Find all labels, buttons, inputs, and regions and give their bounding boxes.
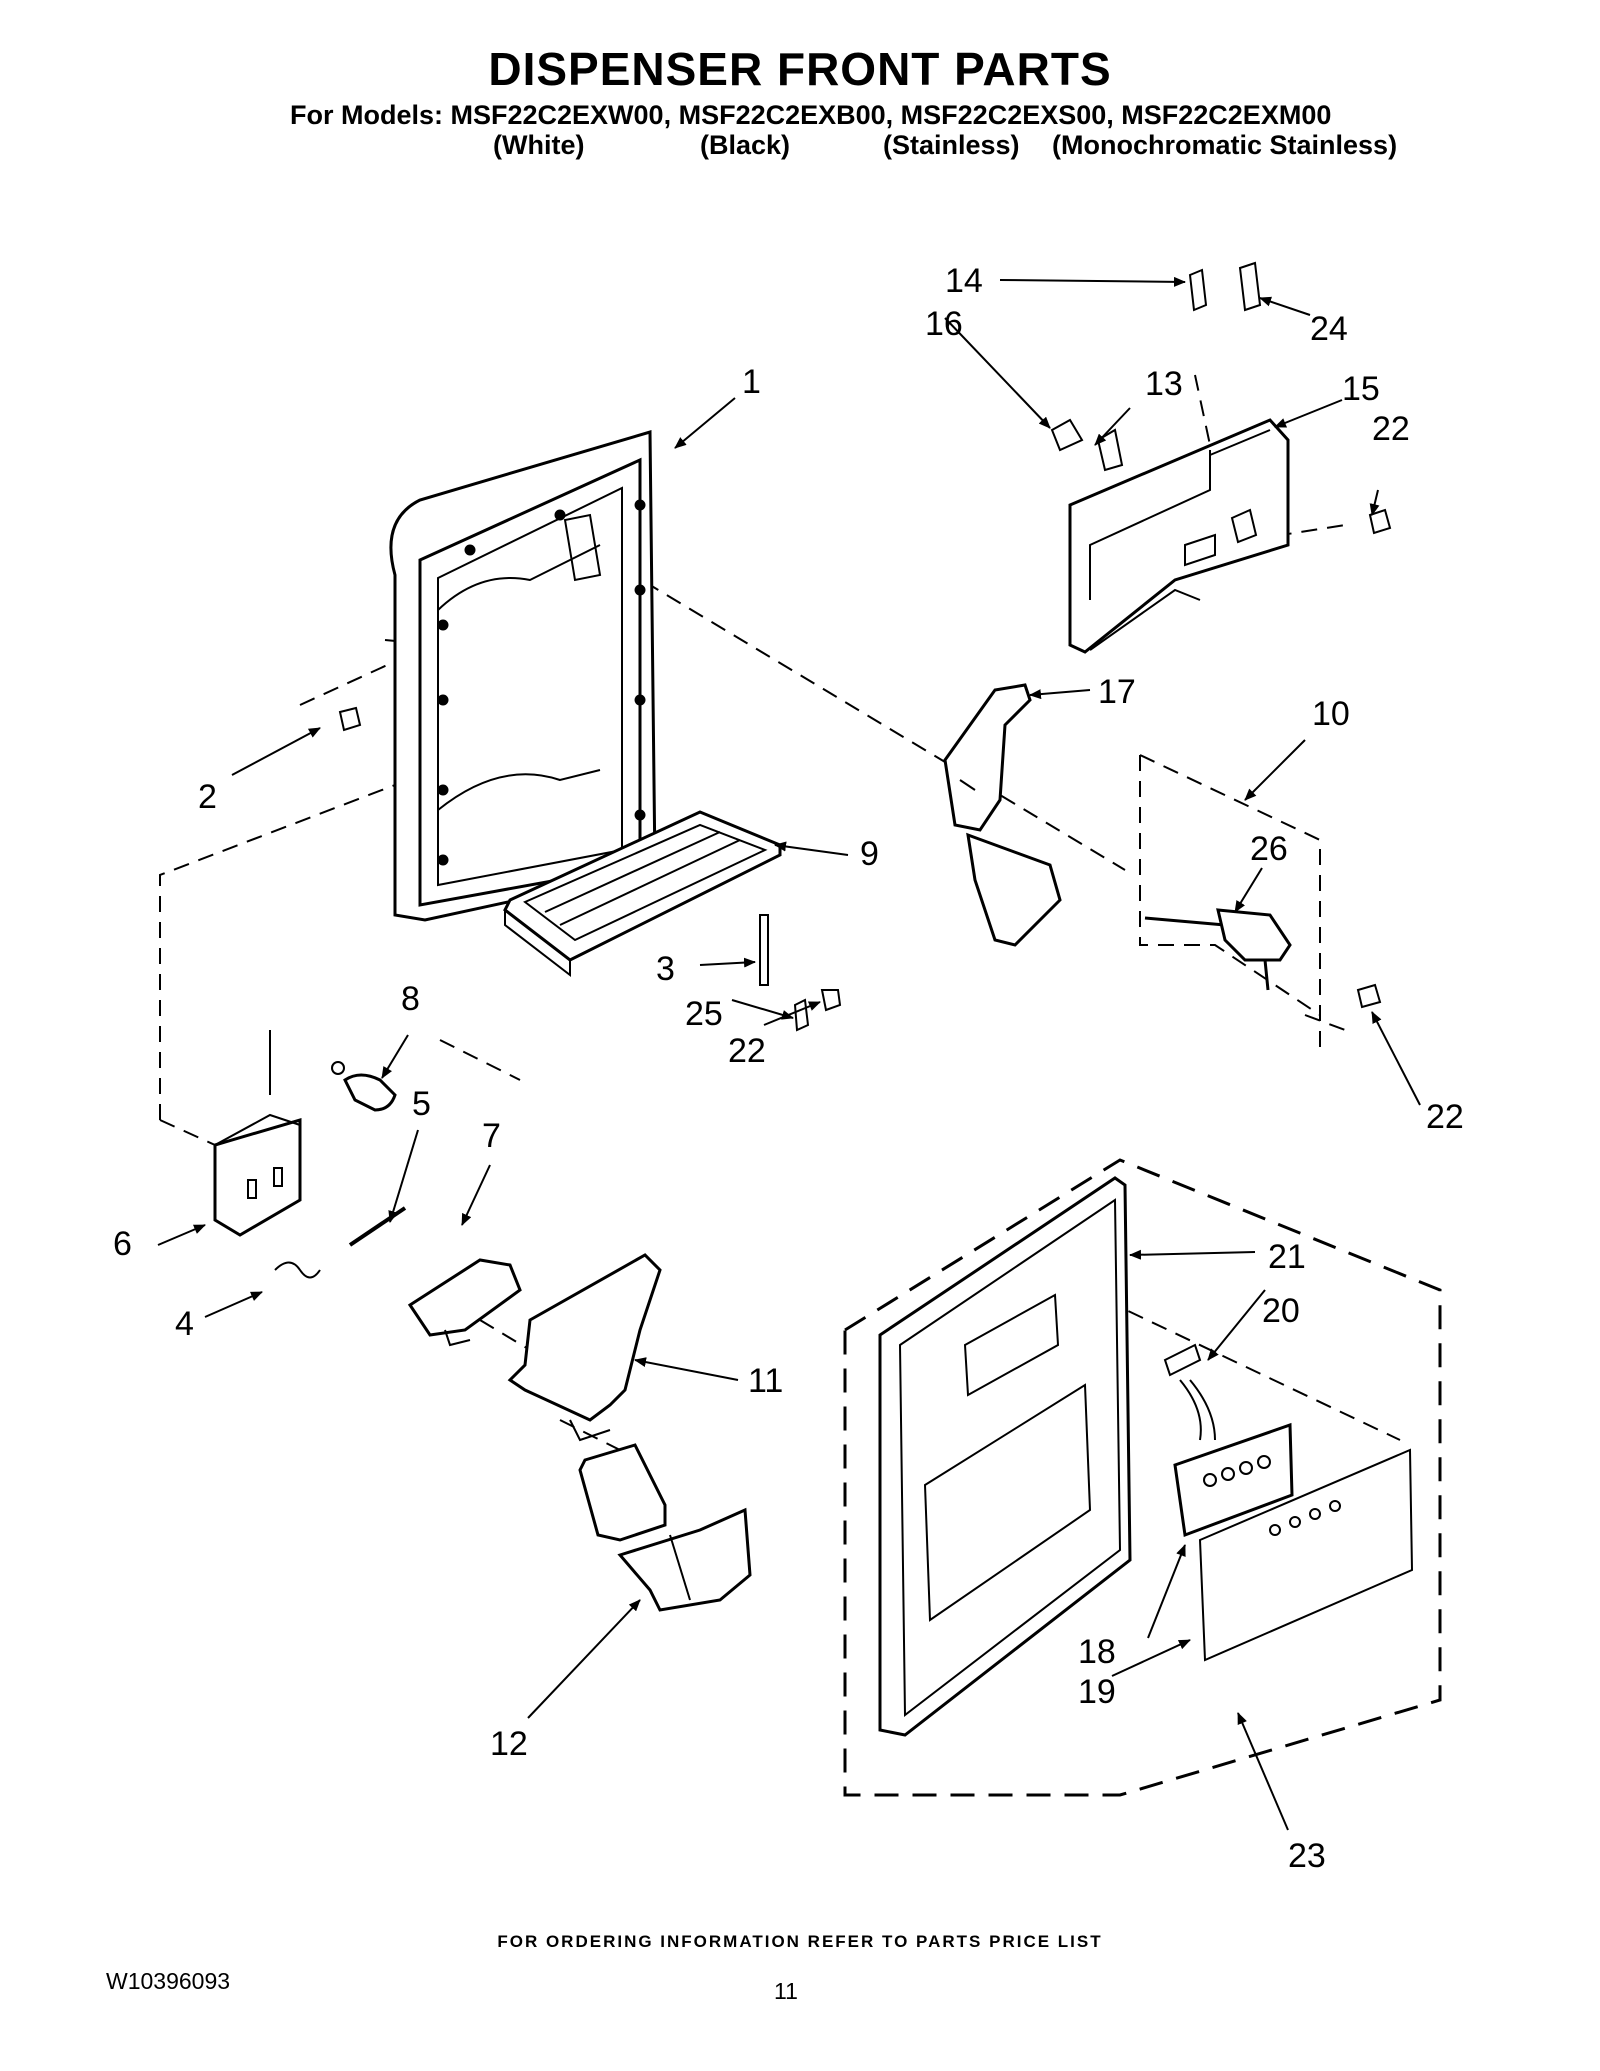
- ordering-note: FOR ORDERING INFORMATION REFER TO PARTS …: [497, 1932, 1103, 1951]
- callout-22-top: 22: [1372, 410, 1410, 448]
- upper-housing-parts: [1050, 261, 1290, 654]
- callout-25: 25: [685, 995, 723, 1033]
- callout-2: 2: [198, 778, 217, 816]
- water-actuator-part: [943, 683, 1062, 947]
- callout-15: 15: [1342, 370, 1380, 408]
- variant-black: (Black): [700, 130, 791, 160]
- callout-16: 16: [925, 305, 963, 343]
- page-title: DISPENSER FRONT PARTS: [488, 43, 1112, 95]
- variant-monochromatic-stainless: (Monochromatic Stainless): [1052, 130, 1398, 160]
- callout-11: 11: [748, 1362, 783, 1400]
- callout-8: 8: [401, 980, 420, 1018]
- variant-white: (White): [493, 130, 585, 160]
- callout-10: 10: [1312, 695, 1350, 733]
- callout-26: 26: [1250, 830, 1288, 868]
- callout-21: 21: [1268, 1238, 1306, 1276]
- callout-1: 1: [742, 363, 761, 401]
- ice-chute-part: [617, 1507, 752, 1612]
- callout-5: 5: [412, 1085, 431, 1123]
- callout-18: 18: [1078, 1633, 1116, 1671]
- callout-leaders: [157, 276, 1421, 1831]
- ice-actuator-part: [507, 1253, 667, 1542]
- callout-19: 19: [1078, 1673, 1116, 1711]
- callout-14: 14: [945, 262, 983, 300]
- callout-23: 23: [1288, 1837, 1326, 1875]
- callout-17: 17: [1098, 673, 1136, 711]
- callout-7: 7: [482, 1117, 501, 1155]
- switch-clip-parts: [338, 508, 1392, 1032]
- callout-22-middle: 22: [728, 1032, 766, 1070]
- callout-6: 6: [113, 1225, 132, 1263]
- page-number: 11: [774, 1978, 798, 2004]
- drip-tray-part: [503, 810, 782, 978]
- document-number: W10396093: [106, 1968, 231, 1994]
- dispenser-front-panel-part: [878, 1176, 1132, 1737]
- callout-9: 9: [860, 835, 879, 873]
- callout-13: 13: [1145, 365, 1183, 403]
- variant-stainless: (Stainless): [883, 130, 1020, 160]
- callout-3: 3: [656, 950, 675, 988]
- callout-12: 12: [490, 1725, 528, 1763]
- callout-24: 24: [1310, 310, 1348, 348]
- callout-22-right: 22: [1426, 1098, 1464, 1136]
- control-parts: [1163, 1343, 1414, 1662]
- models-line: For Models: MSF22C2EXW00, MSF22C2EXB00, …: [290, 100, 1332, 130]
- callout-20: 20: [1262, 1292, 1300, 1330]
- lower-left-parts: [213, 1030, 522, 1347]
- pin-arm-part: [1144, 908, 1292, 991]
- dispenser-housing-part: [389, 429, 657, 922]
- callout-4: 4: [175, 1305, 194, 1343]
- callout-labels: 1 2 3 4 5 6 7 8 9 10 11 12 13 14 15 16 1…: [113, 262, 1464, 1875]
